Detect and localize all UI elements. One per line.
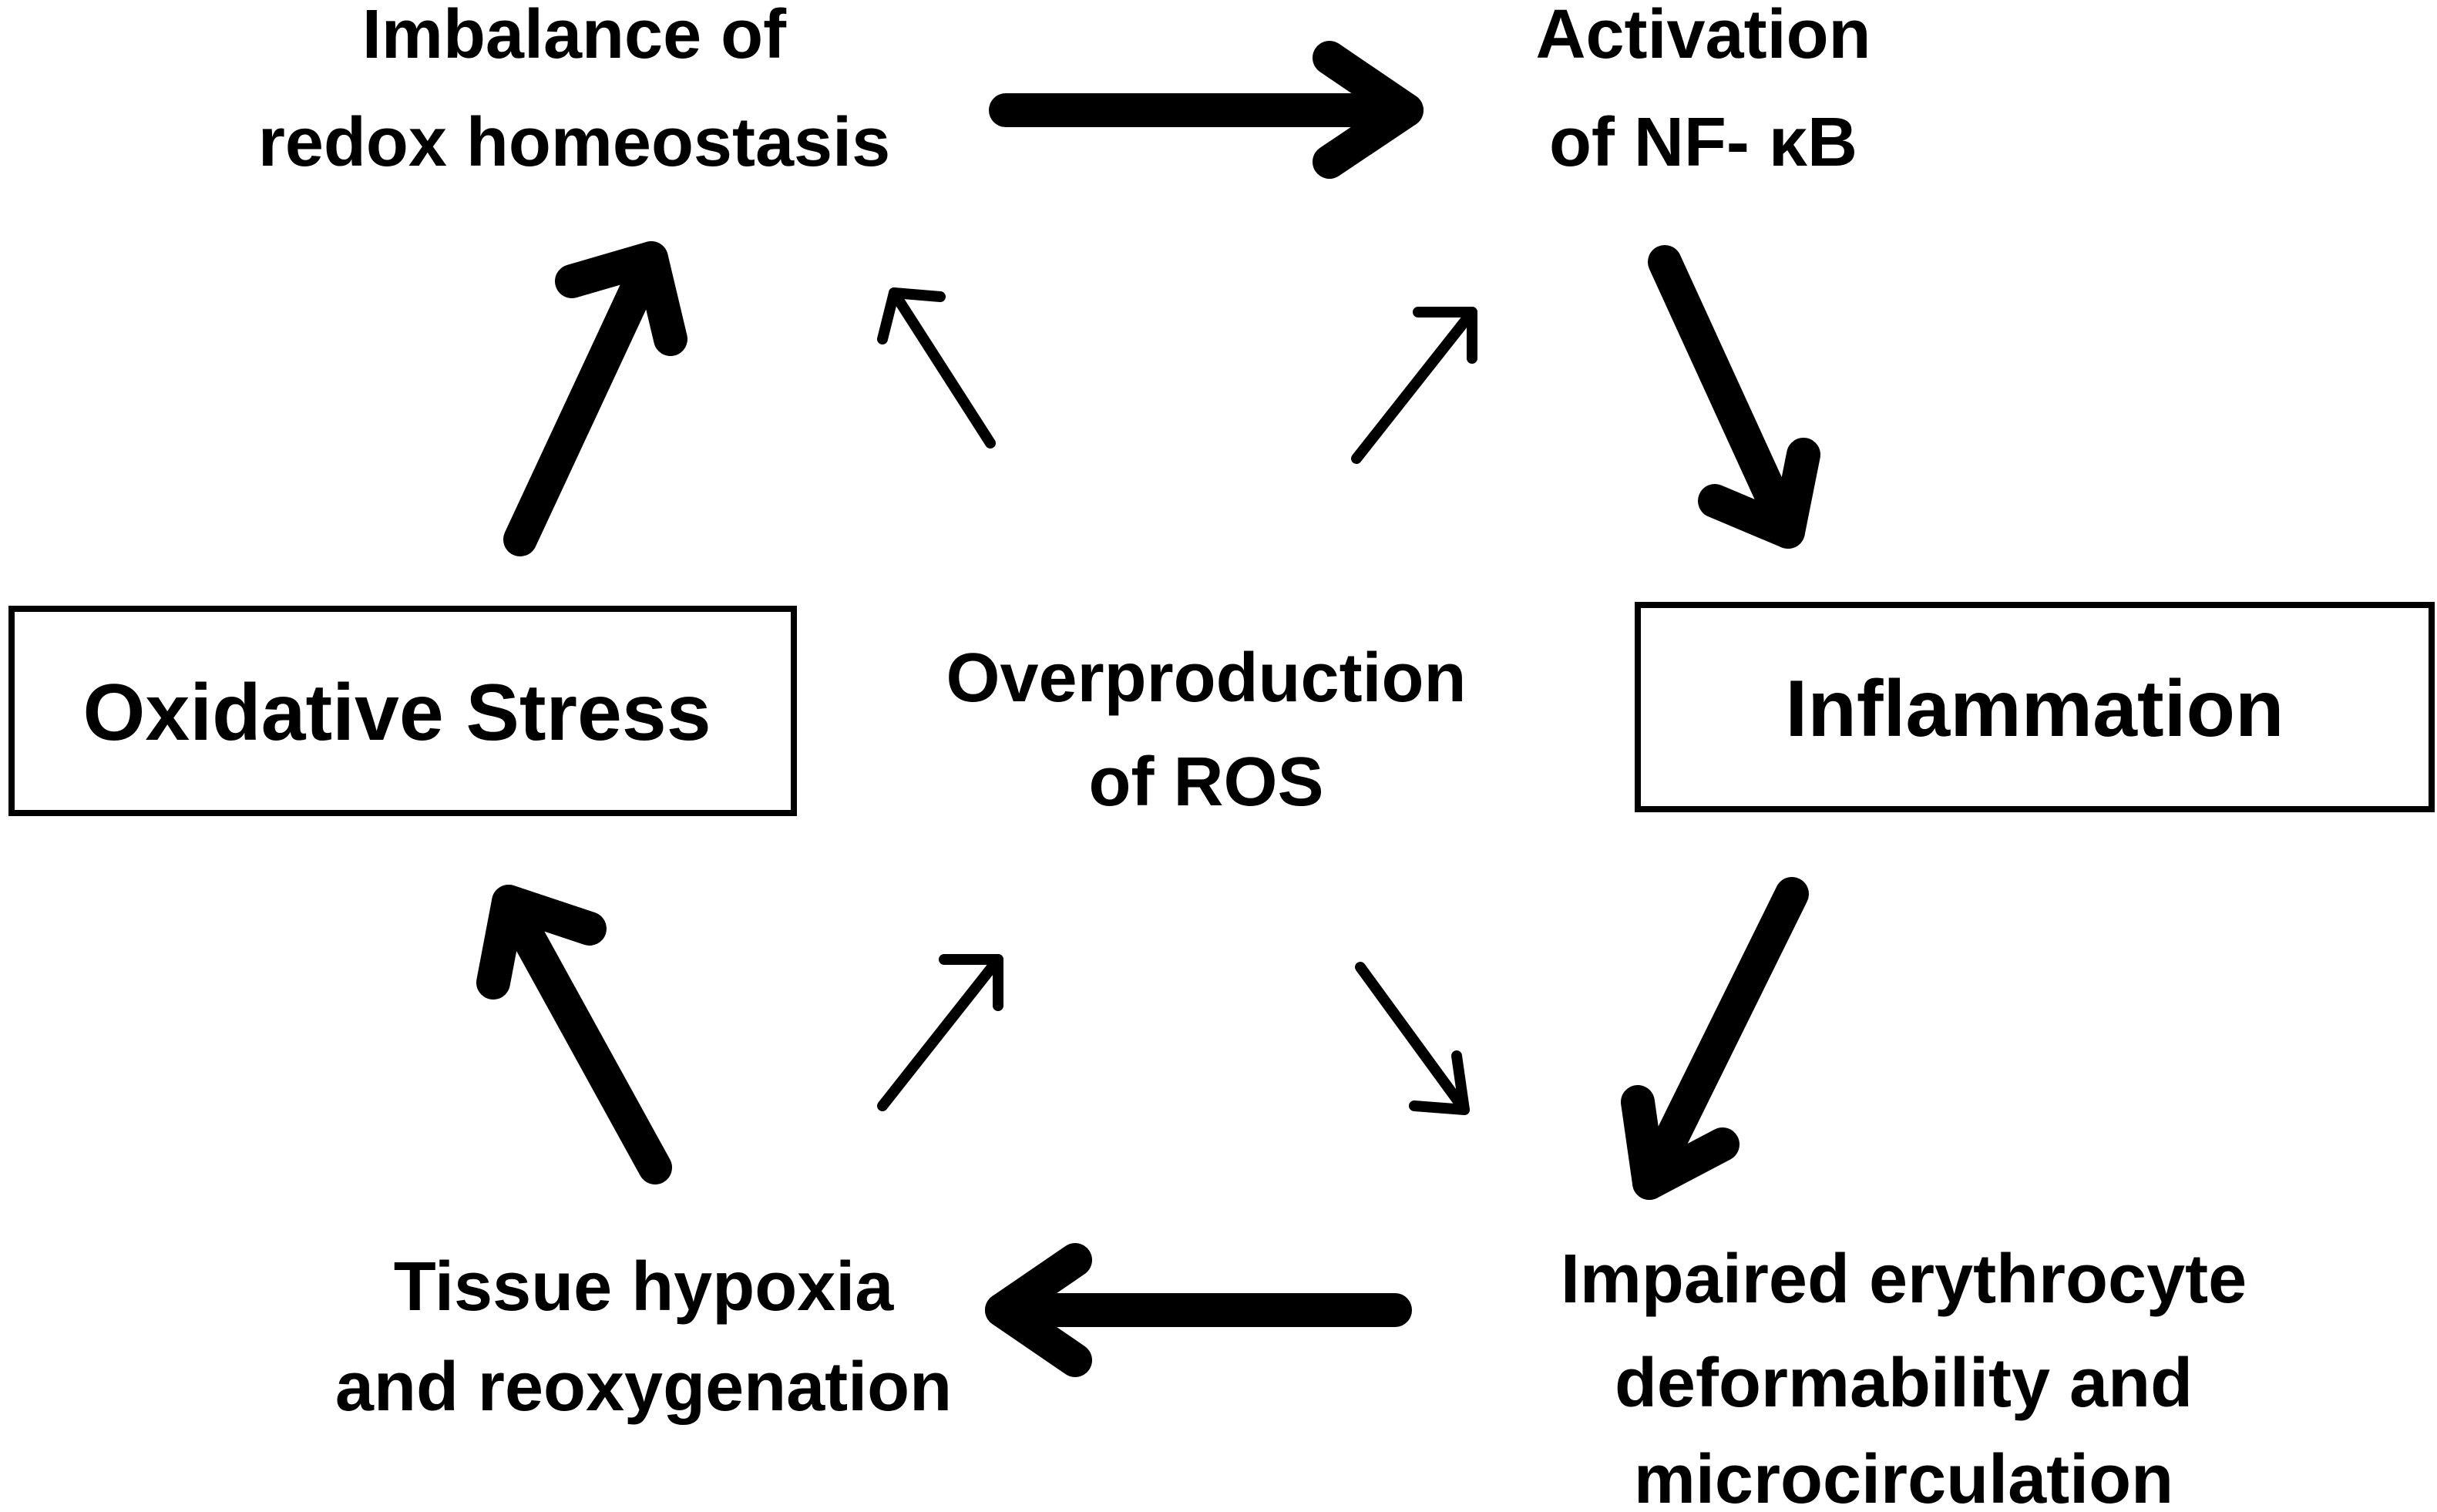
thin-arrow-hypoxia-to-ros [877,954,1003,1111]
tissue-hypoxia-line2: and reoxygenation [335,1349,952,1426]
oxidative-stress-label: Oxidative Stress [82,668,711,758]
impaired-erythrocyte-node: Impaired erythrocyte deformability and m… [1561,1241,2247,1512]
thick-arrow-redox-to-nfkb [989,41,1424,179]
thin-arrow-ros-to-erythrocyte [1355,962,1470,1115]
inflammation-label: Inflammation [1785,664,2284,754]
thin-arrow-ros-to-redox [877,287,996,449]
nfkb-activation-line1: Activation [1535,0,1871,73]
oxidative-stress-node: Oxidative Stress [8,606,797,816]
impaired-erythrocyte-line3: microcirculation [1634,1441,2173,1512]
thick-arrow-inflammation-to-erythrocyte [1621,877,1809,1200]
inflammation-node: Inflammation [1635,602,2435,812]
redox-imbalance-node: Imbalance of redox homeostasis [258,0,890,181]
tissue-hypoxia-line1: Tissue hypoxia [394,1248,895,1326]
inflammation-box [1635,602,2435,812]
thick-arrow-hypoxia-to-stress [476,885,672,1184]
thick-arrow-nfkb-to-inflammation [1648,245,1820,549]
ros-overproduction-line1: Overproduction [946,640,1466,717]
redox-imbalance-line2: redox homeostasis [258,104,890,181]
ros-overproduction-node: Overproduction of ROS [946,640,1466,821]
ros-overproduction-line2: of ROS [1089,744,1324,821]
nfkb-activation-line2: of NF- κB [1549,104,1857,181]
oxidative-stress-box [8,606,797,816]
tissue-hypoxia-node: Tissue hypoxia and reoxygenation [335,1248,952,1426]
nfkb-activation-node: Activation of NF- κB [1535,0,1871,181]
impaired-erythrocyte-line1: Impaired erythrocyte [1561,1241,2247,1318]
redox-imbalance-line1: Imbalance of [362,0,787,73]
thick-arrow-erythrocyte-to-hypoxia [985,1243,1412,1377]
thin-arrow-ros-to-nfkb [1351,307,1477,464]
impaired-erythrocyte-line2: deformability and [1615,1345,2193,1422]
thick-arrow-stress-to-redox [503,241,687,556]
